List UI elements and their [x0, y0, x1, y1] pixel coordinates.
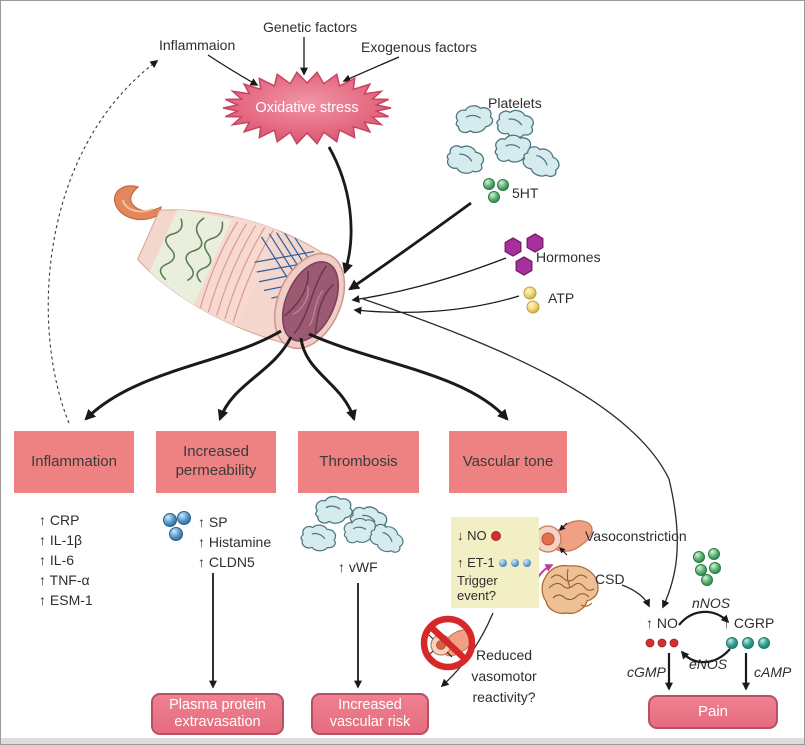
inflammation-markers-list: ↑ CRP ↑ IL-1β ↑ IL-6 ↑ TNF-α ↑ ESM-1 — [39, 510, 93, 610]
vascular-risk-box: Increased vascular risk — [311, 693, 429, 735]
et1-up-label: ↑ ET-1 — [457, 555, 495, 570]
vasoconstriction-icon — [528, 520, 593, 557]
platelet-cluster-top — [446, 105, 560, 177]
brain-icon — [533, 564, 599, 615]
marker-histamine: ↑ Histamine — [198, 534, 272, 550]
permeability-markers-list: ↑ SP ↑ Histamine ↑ CLDN5 — [198, 512, 271, 572]
inflammaion-label: Inflammaion — [159, 37, 236, 53]
no-up-label: ↑ NO — [646, 615, 678, 631]
thrombosis-box-label: Thrombosis — [319, 452, 398, 470]
nnos-label: nNOS — [692, 595, 731, 611]
plasma-extravasation-box: Plasma protein extravasation — [151, 693, 284, 735]
arrow-vessel-to-thrombosis — [299, 337, 357, 422]
pain-label: Pain — [697, 703, 729, 720]
marker-il6: ↑ IL-6 — [39, 552, 75, 568]
5ht-label: 5HT — [512, 185, 539, 201]
arrow-vessel-to-no — [362, 298, 678, 609]
vascular-tone-box-label: Vascular tone — [462, 452, 554, 470]
marker-cldn5: ↑ CLDN5 — [198, 554, 255, 570]
camp-label: cAMP — [754, 664, 792, 680]
inflammation-box-label: Inflammation — [31, 452, 117, 470]
prohibition-vessel-icon — [420, 615, 476, 671]
no-down-label: ↓ NO — [457, 528, 487, 543]
blood-vessel-illustration — [113, 185, 346, 350]
oxidative-stress-starburst — [222, 71, 392, 145]
exogenous-factors-label: Exogenous factors — [361, 39, 477, 55]
trigger-event-box: ↓ NO ↑ ET-1 Trigger event? — [451, 517, 539, 608]
vasoconstriction-label: Vasoconstriction — [585, 528, 687, 544]
arrow-atp-to-vessel — [353, 295, 520, 315]
hormones-label: Hormones — [536, 249, 601, 265]
no-dot-icon — [490, 530, 501, 541]
atp-label: ATP — [548, 290, 575, 306]
marker-tnfa: ↑ TNF-α — [39, 572, 90, 588]
marker-sp: ↑ SP — [198, 514, 228, 530]
enos-label: eNOS — [689, 656, 728, 672]
cgmp-label: cGMP — [627, 664, 666, 680]
marker-crp: ↑ CRP — [39, 512, 80, 528]
cgrp-up-label: ↑ CGRP — [723, 615, 775, 631]
arrow-vessel-to-permeability — [217, 336, 293, 422]
csd-label: CSD — [595, 571, 625, 587]
permeability-box-label: Increased permeability — [175, 443, 257, 479]
arrow-hormones-to-vessel — [351, 257, 507, 304]
reduced-reactivity-label: Reduced vasomotor reactivity? — [471, 647, 537, 705]
arrow-exogenous-to-stress — [342, 56, 400, 83]
arrow-inflammaion-to-stress — [207, 54, 259, 86]
et1-dot-icon — [522, 558, 531, 567]
genetic-factors-label: Genetic factors — [263, 19, 358, 35]
vascular-risk-label: Increased vascular risk — [329, 696, 411, 730]
arrow-enos-cycle — [680, 648, 731, 664]
platelet-cluster-thrombosis — [300, 495, 404, 553]
arrow-vessel-to-inflammation — [84, 329, 282, 421]
sp-spheres — [163, 511, 191, 541]
arrow-nnos-cycle — [678, 610, 730, 626]
plasma-extravasation-label: Plasma protein extravasation — [169, 696, 266, 730]
serotonin-dots-lower — [693, 548, 721, 586]
oxidative-stress-label: Oxidative stress — [255, 100, 359, 116]
inflammation-box: Inflammation — [14, 431, 134, 493]
cgrp-dots — [726, 637, 770, 649]
marker-esm1: ↑ ESM-1 — [39, 592, 93, 608]
marker-il1b: ↑ IL-1β — [39, 532, 83, 548]
permeability-box: Increased permeability — [156, 431, 276, 493]
no-dots — [645, 638, 679, 648]
vwf-label: ↑ vWF — [338, 559, 378, 575]
vascular-tone-box: Vascular tone — [449, 431, 567, 493]
hormone-hexagons — [504, 233, 544, 276]
serotonin-dots — [483, 178, 509, 203]
pain-box: Pain — [648, 695, 778, 729]
vessel-tail — [113, 185, 162, 220]
thrombosis-box: Thrombosis — [298, 431, 419, 493]
platelets-label: Platelets — [488, 95, 542, 111]
arrow-5ht-to-vessel — [348, 201, 472, 291]
et1-dot-icon — [498, 558, 507, 567]
arrow-vessel-to-vascular-tone — [308, 332, 509, 421]
figure-bottom-edge — [1, 738, 804, 744]
arrow-feedback-inflammation — [47, 60, 159, 424]
atp-dots — [523, 286, 540, 314]
arrow-csd-to-no — [621, 584, 650, 608]
trigger-event-label: Trigger event? — [457, 573, 498, 603]
arrow-stress-to-vessel — [327, 146, 353, 275]
et1-dot-icon — [510, 558, 519, 567]
